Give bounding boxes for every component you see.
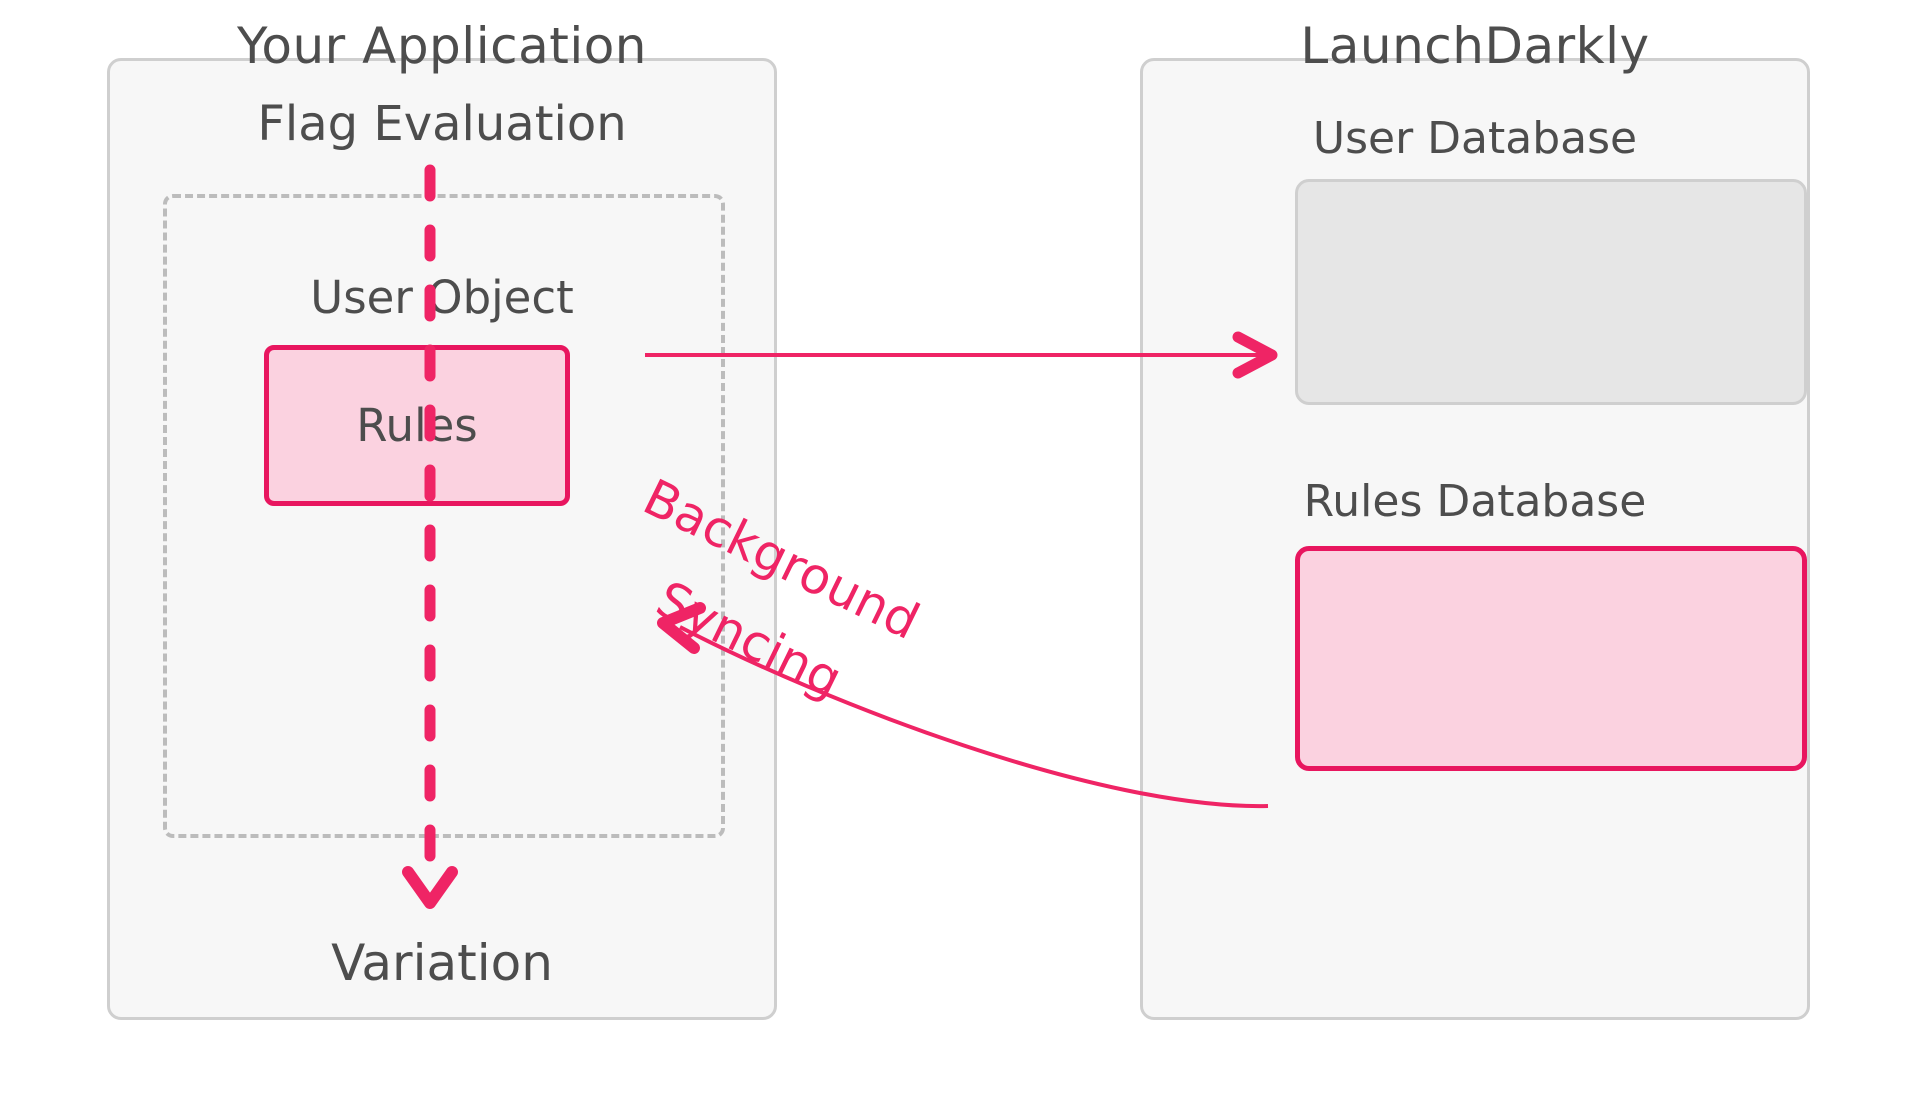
user-object-label: User Object <box>310 271 574 324</box>
rules-box: Rules <box>264 345 570 506</box>
flag-evaluation-dashed-boundary <box>163 194 725 838</box>
user-database-label: User Database <box>1312 113 1638 164</box>
rules-database-label: Rules Database <box>1303 476 1647 527</box>
variation-label: Variation <box>331 934 553 992</box>
rules-box-label: Rules <box>356 399 478 452</box>
launchdarkly-panel: LaunchDarkly User Database Rules Databas… <box>1140 17 1810 1020</box>
your-application-panel: Your Application Flag Evaluation User Ob… <box>107 17 777 1020</box>
your-application-title: Your Application <box>236 17 647 75</box>
rules-database-box <box>1295 546 1807 771</box>
flag-evaluation-heading: Flag Evaluation <box>257 96 627 152</box>
launchdarkly-title: LaunchDarkly <box>1300 17 1650 75</box>
user-database-box <box>1295 179 1807 405</box>
